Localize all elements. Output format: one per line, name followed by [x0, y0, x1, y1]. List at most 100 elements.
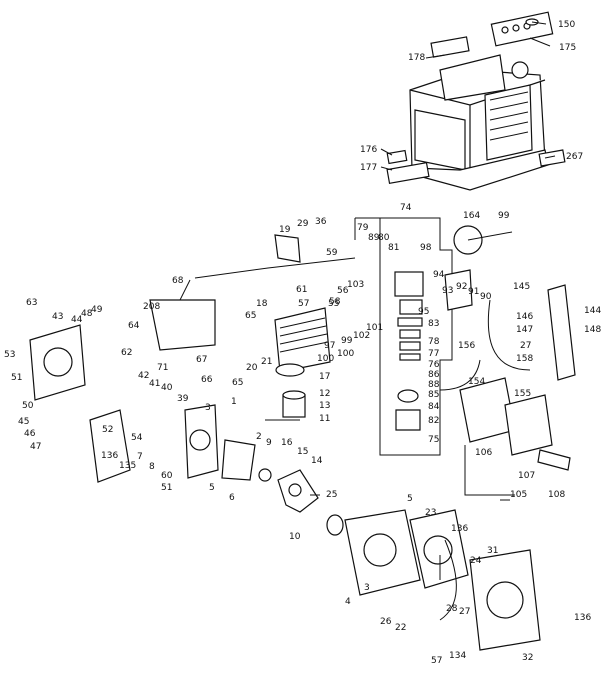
label-82: 82	[428, 416, 439, 426]
label-57: 57	[298, 299, 309, 309]
label-27a: 27	[520, 341, 531, 351]
label-65b: 65	[232, 378, 243, 388]
label-65a: 65	[245, 311, 256, 321]
label-1: 1	[231, 397, 237, 407]
label-23: 23	[425, 508, 436, 518]
left-crankcase	[29, 299, 272, 483]
label-66: 66	[201, 375, 213, 385]
label-39: 39	[177, 394, 189, 404]
label-175: 175	[559, 43, 576, 53]
label-61: 61	[296, 285, 307, 295]
label-158: 158	[516, 354, 533, 364]
label-2: 2	[256, 432, 262, 442]
label-8: 8	[149, 462, 155, 472]
label-3b: 3	[364, 583, 370, 593]
label-50: 50	[22, 401, 34, 411]
label-97: 97	[324, 341, 335, 351]
label-4: 4	[345, 597, 351, 607]
label-155: 155	[514, 389, 531, 399]
label-267: 267	[566, 152, 583, 162]
label-148: 148	[584, 325, 601, 335]
label-21: 21	[261, 357, 272, 367]
label-15: 15	[297, 447, 308, 457]
label-13: 13	[319, 401, 330, 411]
label-55: 55	[328, 299, 339, 309]
label-84: 84	[428, 402, 440, 412]
label-99b: 99	[341, 336, 353, 346]
label-43: 43	[52, 312, 63, 322]
label-16: 16	[281, 438, 293, 448]
label-81: 81	[388, 243, 399, 253]
label-85: 85	[428, 390, 439, 400]
label-40: 40	[161, 383, 173, 393]
label-44: 44	[71, 315, 83, 325]
label-154: 154	[468, 377, 485, 387]
label-24: 24	[470, 556, 482, 566]
label-136b: 136	[451, 524, 468, 534]
label-60: 60	[161, 471, 173, 481]
label-91: 91	[468, 287, 479, 297]
label-51a: 51	[161, 483, 172, 493]
label-53: 53	[4, 350, 15, 360]
label-156: 156	[458, 341, 475, 351]
label-28: 28	[446, 604, 458, 614]
leader-lines	[179, 21, 556, 580]
label-5b: 5	[407, 494, 413, 504]
label-41: 41	[149, 379, 160, 389]
label-176: 176	[360, 145, 377, 155]
label-94: 94	[433, 270, 445, 280]
label-80: 80	[378, 233, 390, 243]
label-58: 58	[329, 297, 341, 307]
label-96: 98	[420, 243, 432, 253]
label-26: 26	[380, 617, 392, 627]
label-46: 46	[24, 429, 36, 439]
label-136c: 136	[574, 613, 591, 623]
label-22: 22	[395, 623, 406, 633]
label-20: 20	[246, 363, 258, 373]
label-147: 147	[516, 325, 533, 335]
label-83: 83	[428, 319, 439, 329]
label-9: 9	[266, 438, 272, 448]
label-68: 68	[172, 276, 184, 286]
label-178: 178	[408, 53, 425, 63]
label-107: 107	[518, 471, 535, 481]
label-75: 75	[428, 435, 439, 445]
carburetor-assembly-box	[354, 217, 513, 456]
label-102: 102	[353, 331, 370, 341]
label-57b: 57	[431, 656, 442, 666]
label-99a: 99	[498, 211, 510, 221]
label-177: 177	[360, 163, 377, 173]
label-42: 42	[138, 371, 149, 381]
generator-housing	[386, 11, 566, 191]
label-67: 67	[196, 355, 207, 365]
label-86: 86	[428, 370, 440, 380]
label-164: 164	[463, 211, 480, 221]
label-135: 135	[119, 461, 136, 471]
label-108: 108	[548, 490, 565, 500]
label-17: 17	[319, 372, 330, 382]
label-134: 134	[449, 651, 466, 661]
label-3a: 3	[205, 403, 211, 413]
label-144: 144	[584, 306, 601, 316]
label-49: 49	[91, 305, 103, 315]
label-76: 76	[428, 360, 440, 370]
label-95: 95	[418, 307, 429, 317]
part-number-labels: 150 175 178 176 177 267 74 164 99 79 89 …	[4, 20, 601, 666]
label-90: 90	[480, 292, 492, 302]
label-29: 29	[297, 219, 309, 229]
label-47: 47	[30, 442, 41, 452]
label-45: 45	[18, 417, 29, 427]
label-19: 19	[279, 225, 291, 235]
label-59: 59	[326, 248, 338, 258]
label-7: 7	[137, 452, 143, 462]
label-18: 18	[256, 299, 268, 309]
label-11: 11	[319, 414, 330, 424]
label-10: 10	[289, 532, 301, 542]
label-5a: 5	[209, 483, 215, 493]
label-105: 105	[510, 490, 527, 500]
label-79: 79	[357, 223, 369, 233]
label-93: 93	[442, 286, 453, 296]
label-208: 208	[143, 302, 160, 312]
bottom-crankcase	[326, 509, 541, 651]
